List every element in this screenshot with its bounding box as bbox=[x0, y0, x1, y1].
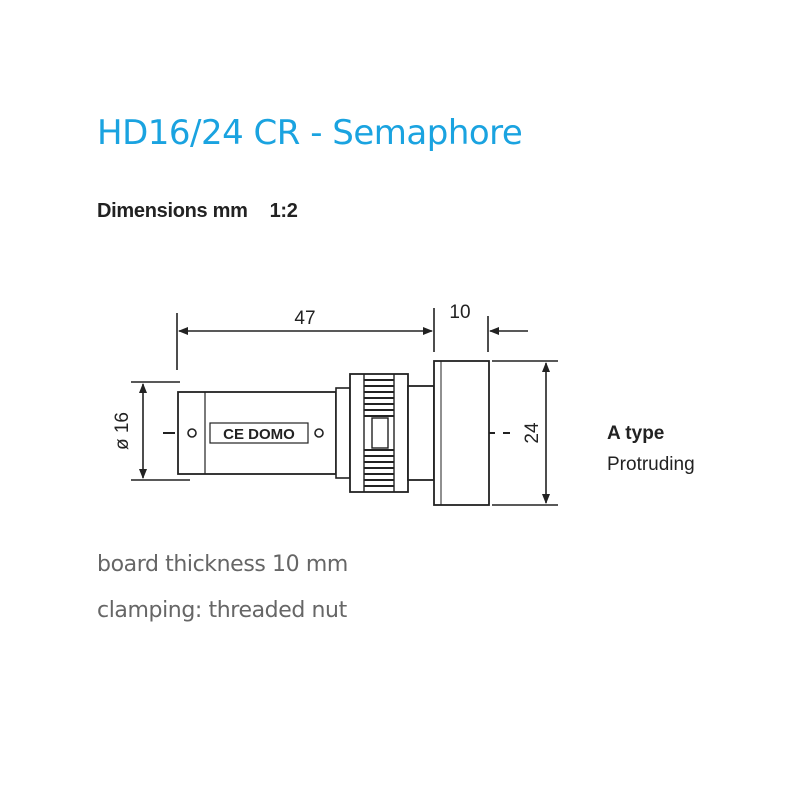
nut-threads bbox=[364, 379, 394, 487]
scale-label: 1:2 bbox=[269, 200, 298, 222]
collar bbox=[335, 387, 351, 479]
spec-clamping: clamping: threaded nut bbox=[97, 598, 347, 623]
dim-height-label: 24 bbox=[522, 422, 543, 444]
pin-right bbox=[314, 428, 324, 438]
flange bbox=[407, 385, 435, 481]
dim-diameter-label: ø 16 bbox=[112, 412, 133, 450]
dim-length-label: 47 bbox=[294, 308, 315, 329]
brand-logo-frame bbox=[209, 422, 309, 444]
type-description: Protruding bbox=[607, 454, 695, 475]
dimensions-heading: Dimensions mm 1:2 bbox=[97, 200, 298, 223]
dim-cap-length-label: 10 bbox=[449, 302, 470, 323]
lamp-body bbox=[177, 391, 337, 475]
type-name: A type bbox=[607, 423, 665, 444]
spec-board-thickness: board thickness 10 mm bbox=[97, 552, 348, 577]
page-title: HD16/24 CR - Semaphore bbox=[97, 113, 523, 153]
brand-logo: CE DOMO bbox=[223, 426, 295, 443]
pin-left bbox=[187, 428, 197, 438]
lens-cap bbox=[433, 360, 490, 506]
dimensions-label: Dimensions mm bbox=[97, 200, 248, 222]
nut-window bbox=[371, 417, 389, 449]
